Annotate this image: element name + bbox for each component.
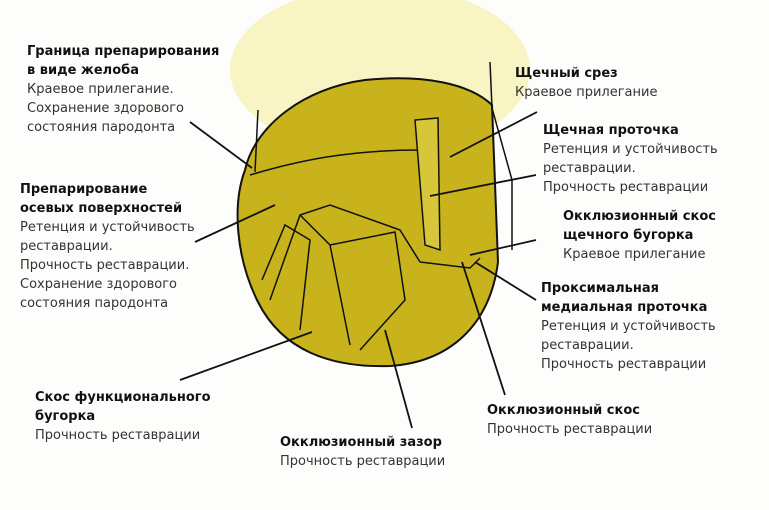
label-text: Ретенция и устойчивость — [543, 142, 718, 157]
label-text: состояния пародонта — [20, 296, 169, 311]
label-occlusal-clearance: Окклюзионный зазор Прочность реставрации — [280, 433, 445, 471]
label-text: Прочность реставрации — [35, 428, 201, 443]
label-title: Скос функционального — [35, 390, 211, 405]
label-text: реставрации. — [541, 338, 634, 353]
label-buccal-groove: Щечная проточка Ретенция и устойчивость р… — [543, 121, 718, 197]
label-title: бугорка — [35, 409, 96, 424]
label-title: в виде желоба — [27, 63, 139, 78]
label-text: Ретенция и устойчивость — [20, 220, 195, 235]
label-title: осевых поверхностей — [20, 201, 183, 216]
label-title: щечного бугорка — [563, 228, 694, 243]
label-buccal-cusp-bevel: Окклюзионный скос щечного бугорка Краевое… — [563, 207, 716, 264]
label-proximal-groove: Проксимальная медиальная проточка Ретенци… — [541, 279, 716, 374]
label-text: состояния пародонта — [27, 120, 176, 135]
label-text: Краевое прилегание — [515, 85, 658, 100]
label-title: медиальная проточка — [541, 300, 708, 315]
label-buccal-cut: Щечный срез Краевое прилегание — [515, 64, 657, 102]
label-title: Граница препарирования — [27, 44, 220, 59]
label-text: Краевое прилегание — [563, 247, 706, 262]
label-title: Щечная проточка — [543, 123, 679, 138]
label-text: Сохранение здорового — [20, 277, 177, 292]
label-groove-margin: Граница препарирования в виде желоба Крае… — [27, 42, 219, 137]
label-title: Проксимальная — [541, 281, 659, 296]
label-text: Ретенция и устойчивость — [541, 319, 716, 334]
label-text: Прочность реставрации — [543, 180, 709, 195]
label-text: реставрации. — [20, 239, 113, 254]
label-title: Окклюзионный скос — [563, 209, 716, 224]
label-occlusal-bevel: Окклюзионный скос Прочность реставрации — [487, 401, 652, 439]
label-text: Прочность реставрации — [280, 454, 446, 469]
label-title: Окклюзионный зазор — [280, 435, 442, 450]
label-text: Сохранение здорового — [27, 101, 184, 116]
label-text: Прочность реставрации — [541, 357, 707, 372]
label-title: Щечный срез — [515, 66, 618, 81]
label-text: Прочность реставрации — [487, 422, 653, 437]
tooth-crown — [236, 77, 500, 368]
label-text: Прочность реставрации. — [20, 258, 190, 273]
label-text: Краевое прилегание. — [27, 82, 174, 97]
label-axial-surfaces: Препарирование осевых поверхностей Ретенц… — [20, 180, 195, 313]
label-title: Окклюзионный скос — [487, 403, 640, 418]
leader-lines — [179, 111, 538, 429]
label-text: реставрации. — [543, 161, 636, 176]
label-functional-cusp-bevel: Скос функционального бугорка Прочность ре… — [35, 388, 211, 445]
label-title: Препарирование — [20, 182, 148, 197]
